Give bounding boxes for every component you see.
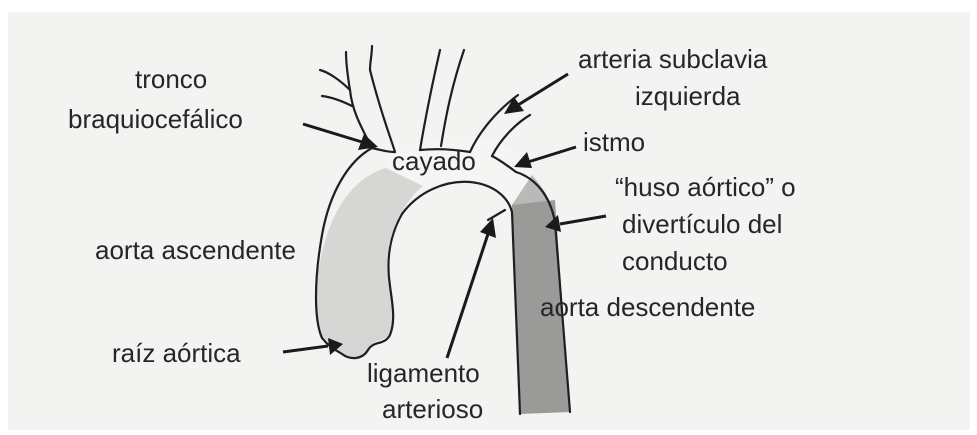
label-raiz-aortica: raíz aórtica — [112, 338, 241, 368]
label-aorta-descendente: aorta descendente — [540, 292, 755, 322]
label-huso-line1: “huso aórtico” o — [615, 172, 796, 202]
label-cayado: cayado — [392, 146, 476, 176]
label-huso-line3: conducto — [622, 246, 728, 276]
brachiocephalic-branch-up — [346, 46, 372, 90]
label-subclavia-line2: izquierda — [635, 81, 741, 111]
label-tronco-line1: tronco — [135, 64, 207, 94]
label-huso-line2: divertículo del — [622, 209, 782, 239]
left-common-carotid — [420, 50, 464, 150]
ligamentum-stub — [488, 210, 505, 220]
arrow-subclavia — [504, 74, 568, 114]
label-ligamento-line1: ligamento — [367, 358, 480, 388]
arrow-tronco — [303, 124, 378, 150]
arrow-istmo — [514, 147, 576, 168]
arrow-raiz — [283, 338, 343, 355]
ascending-aorta — [315, 168, 423, 357]
label-subclavia-line1: arteria subclavia — [578, 44, 768, 74]
arrow-ligamento — [447, 218, 496, 358]
label-aorta-ascendente: aorta ascendente — [95, 235, 296, 265]
label-ligamento-line2: arterioso — [382, 394, 483, 424]
label-istmo: istmo — [583, 127, 645, 157]
label-tronco-line2: braquiocefálico — [68, 104, 243, 134]
